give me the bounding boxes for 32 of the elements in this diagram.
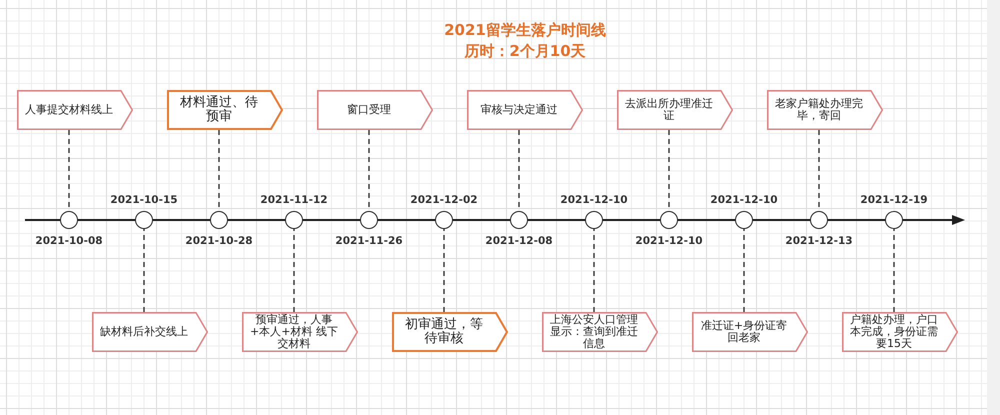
step-box: 初审通过，等待审核: [392, 312, 508, 352]
connector-line: [443, 229, 445, 312]
date-label: 2021-11-26: [334, 235, 404, 247]
date-label: 2021-10-28: [184, 235, 254, 247]
connector-line: [293, 229, 295, 312]
connector-line: [593, 229, 595, 312]
step-box: 人事提交材料线上: [17, 90, 133, 130]
step-box: 预审通过，人事+本人+材料 线下交材料: [242, 312, 358, 352]
subtitle: 历时：2个月10天: [463, 42, 587, 60]
date-label: 2021-10-15: [109, 194, 179, 206]
date-label: 2021-12-10: [559, 194, 629, 206]
step-box: 去派出所办理准迁证: [617, 90, 733, 130]
connector-line: [143, 229, 145, 312]
step-box: 老家户籍处办理完毕，寄回: [767, 90, 883, 130]
date-label: 2021-12-19: [859, 194, 929, 206]
date-label: 2021-10-08: [34, 235, 104, 247]
step-box: 窗口受理: [317, 90, 433, 130]
step-box: 缺材料后补交线上: [92, 312, 208, 352]
step-box: 户籍处办理，户口本完成，身份证需要15天: [842, 312, 958, 352]
date-label: 2021-12-10: [709, 194, 779, 206]
date-label: 2021-12-13: [784, 235, 854, 247]
connector-line: [893, 229, 895, 312]
step-box: 材料通过、待预审: [167, 90, 283, 130]
step-box: 准迁证+身份证寄回老家: [692, 312, 808, 352]
connector-line: [743, 229, 745, 312]
date-label: 2021-11-12: [259, 194, 329, 206]
step-box: 审核与决定通过: [467, 90, 583, 130]
date-label: 2021-12-10: [634, 235, 704, 247]
diagram-title: 2021留学生落户时间线: [443, 21, 607, 39]
date-label: 2021-12-08: [484, 235, 554, 247]
date-label: 2021-12-02: [409, 194, 479, 206]
step-box: 上海公安人口管理显示：查询到准迁信息: [542, 312, 658, 352]
